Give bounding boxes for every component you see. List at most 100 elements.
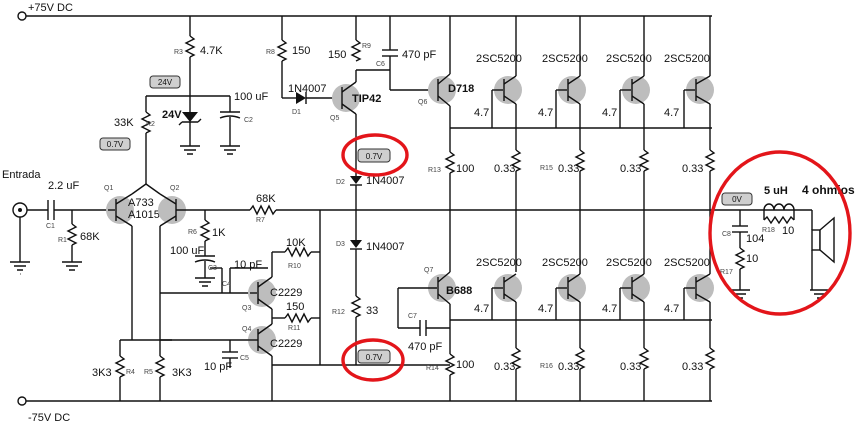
svg-text:C1: C1 [46,223,55,230]
ground-icon [10,261,30,275]
svg-text:2SC5200: 2SC5200 [606,257,652,269]
ground-symbols [10,145,830,299]
diode-icon [350,240,362,248]
svg-text:Q2: Q2 [170,185,179,192]
highlight-ring-output [708,150,852,316]
svg-text:2SC5200: 2SC5200 [664,53,710,65]
svg-text:R10: R10 [288,263,301,270]
svg-text:10 pF: 10 pF [204,361,232,373]
svg-text:R4: R4 [126,369,135,376]
svg-text:TIP42: TIP42 [352,93,381,105]
svg-text:R17: R17 [720,269,733,276]
svg-text:R1: R1 [58,237,67,244]
svg-text:R12: R12 [332,309,345,316]
svg-text:24V: 24V [162,109,182,121]
svg-text:R15: R15 [540,165,553,172]
ground-icon [195,277,215,287]
svg-text:33K: 33K [114,117,134,129]
svg-text:0.33: 0.33 [682,163,703,175]
svg-text:470 pF: 470 pF [402,49,437,61]
svg-text:R16: R16 [540,363,553,370]
svg-text:C6: C6 [376,61,385,68]
voltage-tag-q1: 0.7V [99,137,131,151]
svg-text:C2229: C2229 [270,287,302,299]
svg-text:4.7: 4.7 [664,303,679,315]
driver-stage: D718 Q6 100 R13 B688 Q7 470 pF C7 100 R1… [397,16,712,401]
input-stage: Q1 A733 A1015 Q2 [104,156,205,340]
svg-text:470 pF: 470 pF [408,341,443,353]
diode-icon [350,176,362,184]
svg-text:D2: D2 [336,179,345,186]
svg-text:C4: C4 [222,281,231,288]
negative-rail-terminal [17,396,27,406]
svg-text:33: 33 [366,305,378,317]
svg-text:A733: A733 [128,197,154,209]
svg-text:D3: D3 [336,241,345,248]
svg-text:2SC5200: 2SC5200 [606,53,652,65]
svg-text:R6: R6 [188,229,197,236]
output-transistors-upper: 2SC5200 4.7 0.33 R15 2SC5200 4.7 0.33 2S… [474,16,716,210]
svg-text:4.7K: 4.7K [200,45,223,57]
svg-text:4.7: 4.7 [538,303,553,315]
positive-rail-terminal [17,11,27,21]
svg-text:3K3: 3K3 [92,367,112,379]
svg-text:10: 10 [746,253,758,265]
svg-text:D718: D718 [448,83,474,95]
svg-text:1N4007: 1N4007 [366,241,405,253]
svg-text:0V: 0V [732,195,742,204]
svg-text:4.7: 4.7 [664,107,679,119]
svg-text:2SC5200: 2SC5200 [476,257,522,269]
svg-text:0.33: 0.33 [682,361,703,373]
bias-diode-string: 1N4007 D2 1N4007 D3 33 R12 [332,168,405,365]
input-label: Entrada [2,169,41,181]
svg-text:0.7V: 0.7V [366,353,383,362]
svg-text:1N4007: 1N4007 [366,175,405,187]
svg-text:R8: R8 [266,49,275,56]
svg-text:0.7V: 0.7V [366,152,383,161]
svg-text:0.33: 0.33 [494,163,515,175]
svg-text:A1015: A1015 [128,209,160,221]
svg-text:1K: 1K [212,227,226,239]
svg-text:Q5: Q5 [330,115,339,122]
speaker-icon [811,216,835,264]
svg-text:R11: R11 [288,325,300,332]
svg-text:10: 10 [782,225,794,237]
output-transistors-lower: 2SC5200 4.7 0.33 R16 2SC5200 4.7 0.33 2S… [474,210,716,401]
svg-text:C2: C2 [244,117,253,124]
svg-text:C2229: C2229 [270,338,302,350]
svg-text:68K: 68K [256,193,276,205]
negative-rail-label: -75V DC [28,412,70,424]
vas-stage: 10 pF C4 Q3 C2229 10K R10 150 R11 Q4 C22… [160,210,450,401]
voltage-tag-output: 0V [721,192,753,206]
svg-text:4.7: 4.7 [602,107,617,119]
svg-text:68K: 68K [80,231,100,243]
tail-resistors: 3K3 R4 3K3 R5 [92,339,192,401]
svg-text:Q3: Q3 [242,305,251,312]
svg-text:0.33: 0.33 [620,163,641,175]
voltage-tag-zener: 24V [149,75,181,89]
svg-text:Q6: Q6 [418,99,427,106]
ground-icon [62,261,82,271]
ground-icon [180,145,200,155]
voltage-tag-upper: 0.7V [357,148,391,163]
ground-icon [220,145,240,155]
input-section: Entrada 2.2 uF C1 68K R1 [2,169,108,262]
svg-text:R7: R7 [256,217,265,224]
svg-text:100: 100 [456,163,474,175]
svg-text:0.7V: 0.7V [107,140,124,149]
power-rails: +75V DC -75V DC [17,2,712,424]
svg-text:4.7: 4.7 [602,303,617,315]
svg-text:2SC5200: 2SC5200 [542,53,588,65]
svg-text:0.33: 0.33 [494,361,515,373]
svg-text:100 uF: 100 uF [234,91,269,103]
svg-text:0.33: 0.33 [558,163,579,175]
svg-text:10K: 10K [286,237,306,249]
bias-section: R3 4.7K R2 33K 24V 100 uF C2 [114,16,269,156]
svg-text:150: 150 [292,45,310,57]
svg-text:C5: C5 [240,355,249,362]
positive-rail-label: +75V DC [28,2,73,14]
svg-text:150: 150 [328,49,346,61]
svg-text:R2: R2 [146,121,155,128]
svg-text:Q7: Q7 [424,267,433,274]
